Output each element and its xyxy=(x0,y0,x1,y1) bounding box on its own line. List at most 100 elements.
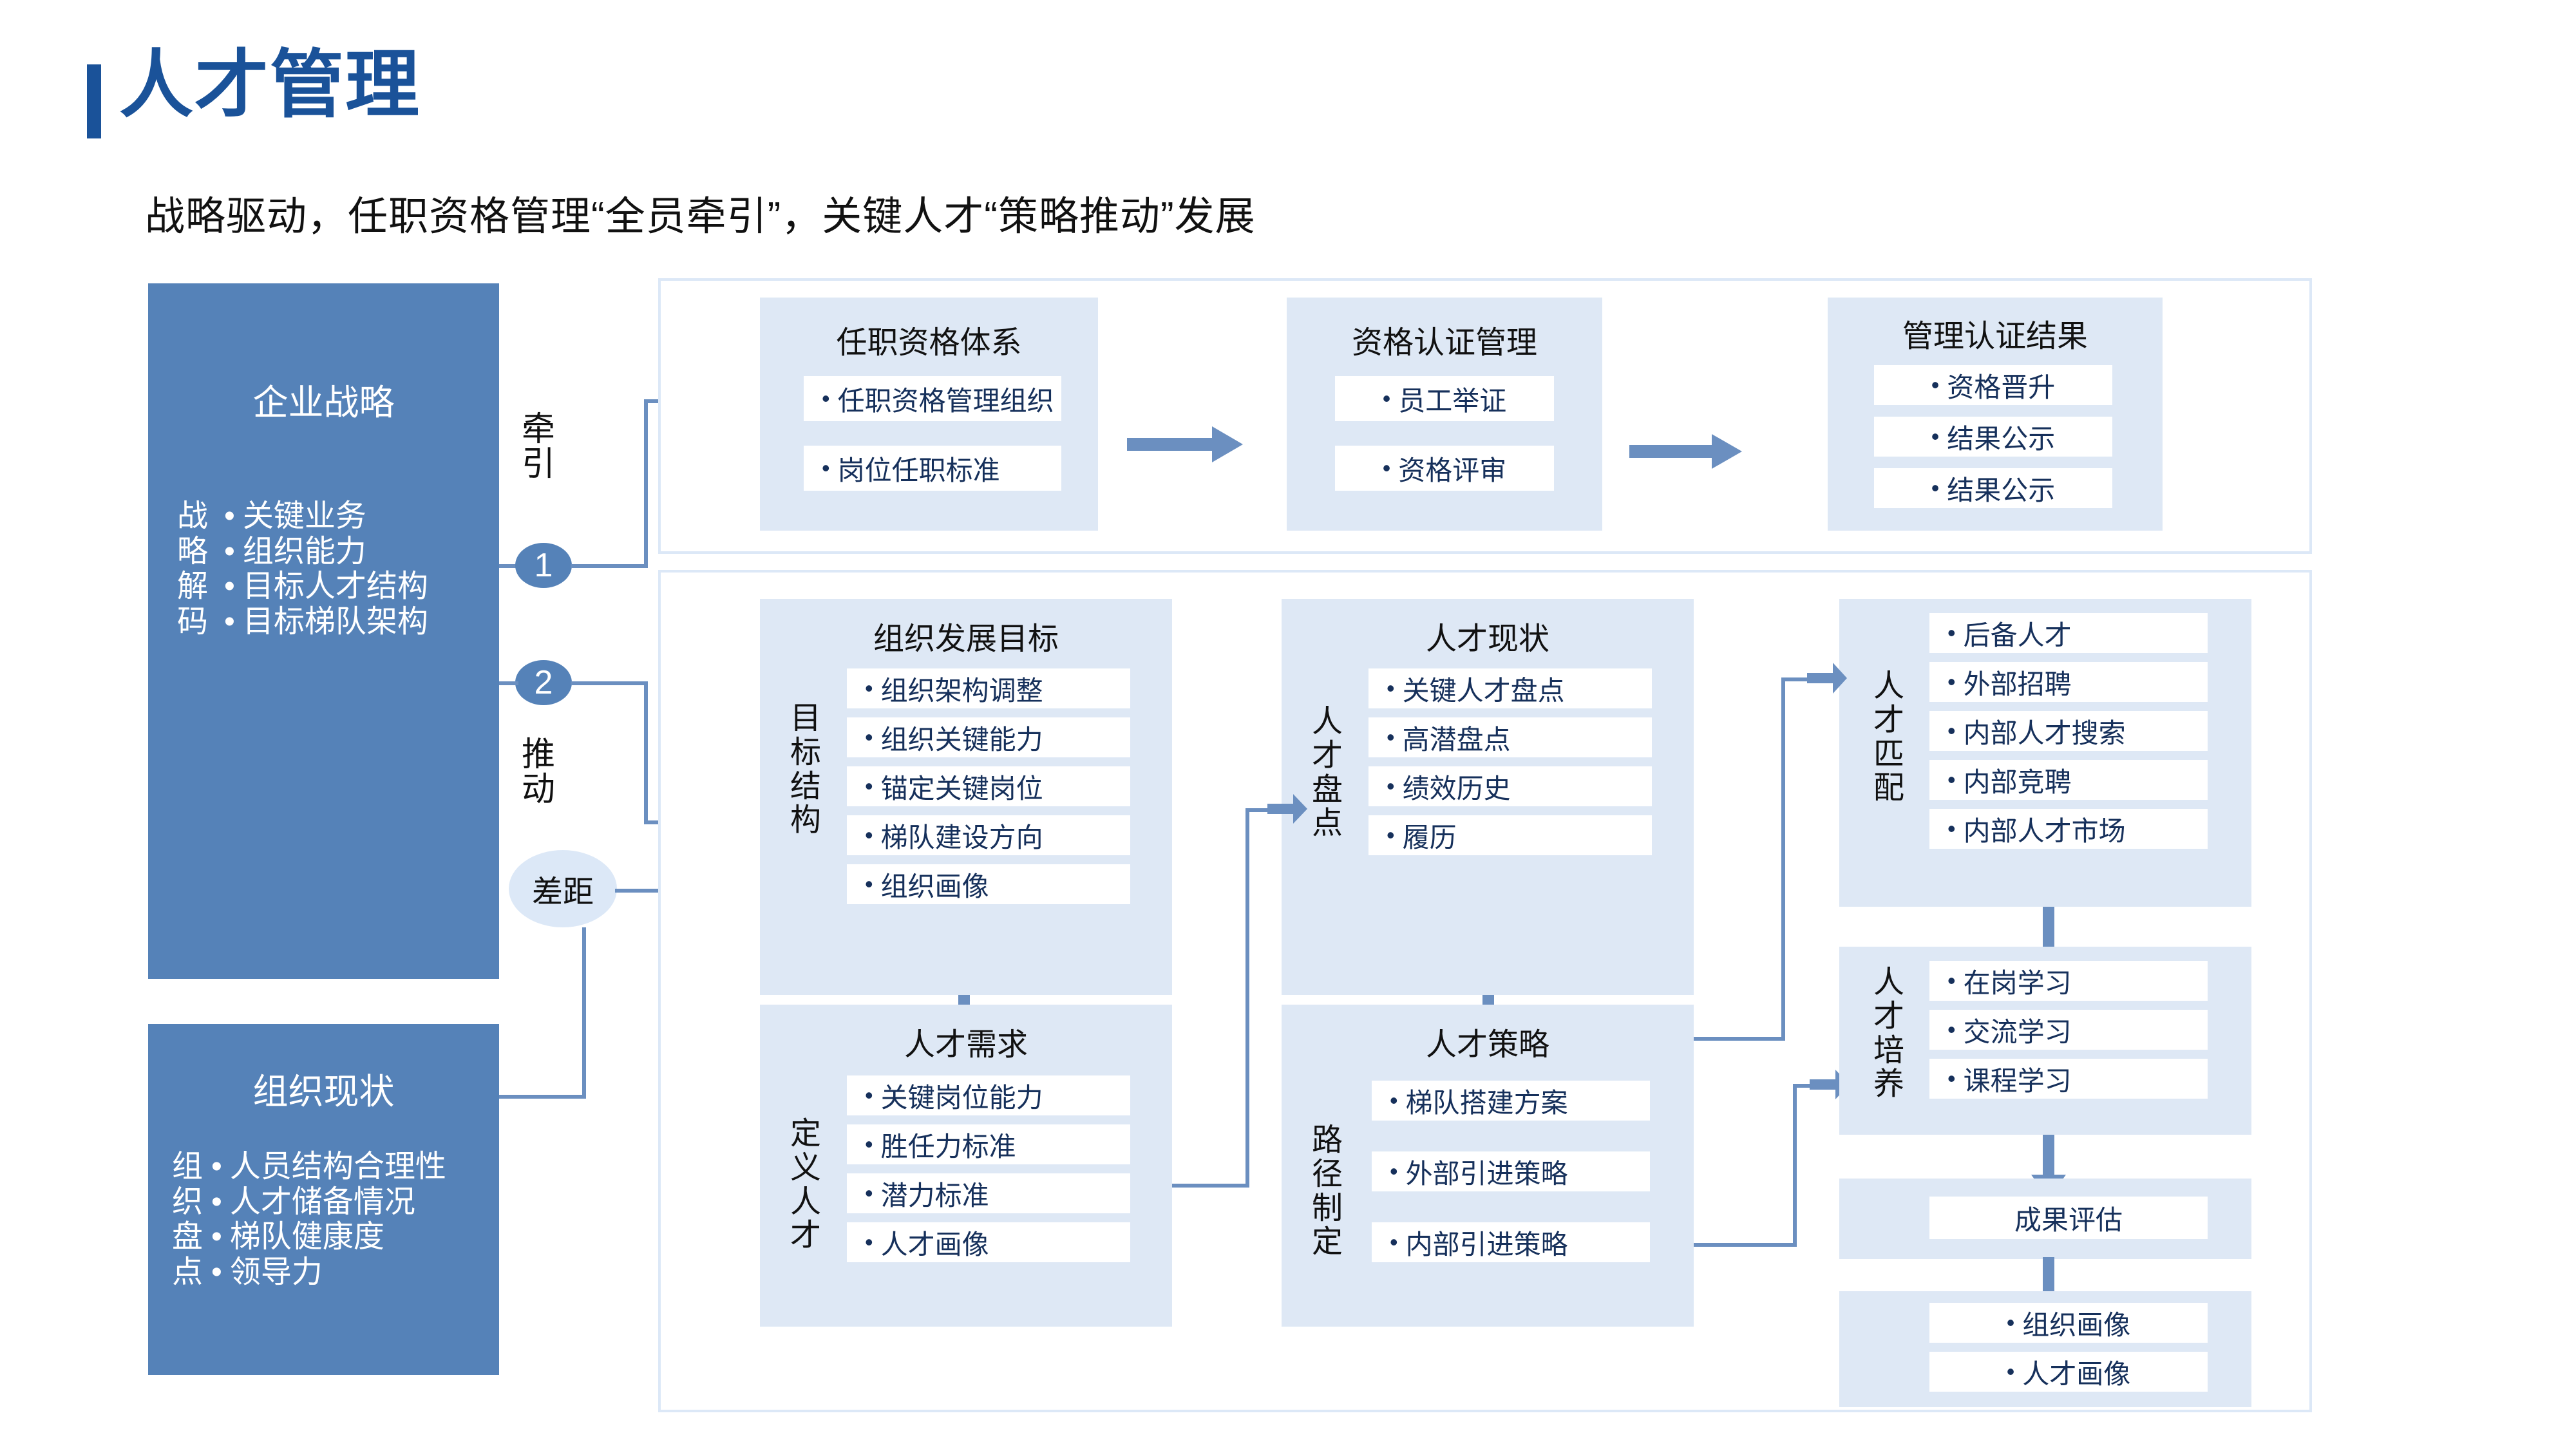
list-item: 组织能力 xyxy=(224,535,428,570)
list-item: •履历 xyxy=(1368,815,1652,855)
vlabel-char: 制 xyxy=(1311,1191,1343,1226)
bullet-icon: • xyxy=(1382,385,1391,412)
list-item: 目标人才结构 xyxy=(224,569,428,605)
vlabel-char: 培 xyxy=(1873,1033,1904,1068)
org-vlabel-char: 织 xyxy=(171,1184,203,1219)
bullet-icon: • xyxy=(1947,620,1956,646)
list-item: •岗位任职标准 xyxy=(804,446,1061,491)
connector-line xyxy=(644,681,648,824)
list-item: •梯队建设方向 xyxy=(847,815,1130,855)
connector-line xyxy=(1172,1184,1249,1188)
group-title: 任职资格体系 xyxy=(836,326,1022,360)
bullet-icon: • xyxy=(1947,766,1956,793)
list-item: •锚定关键岗位 xyxy=(847,766,1130,806)
label-qianyin: 牵 引 xyxy=(518,412,558,482)
strategy-vlabel-char: 战 xyxy=(176,499,208,533)
panel-organization-status-title: 组织现状 xyxy=(252,1072,395,1112)
bullet-icon: • xyxy=(865,822,873,848)
list-item: 梯队健康度 xyxy=(211,1220,446,1255)
list-item: •内部竞聘 xyxy=(1929,760,2208,800)
bullet-icon: • xyxy=(1947,717,1956,744)
list-item: •关键人才盘点 xyxy=(1368,668,1652,708)
list-item: •高潜盘点 xyxy=(1368,717,1652,757)
bullet-icon: • xyxy=(865,871,873,897)
list-item: 人员结构合理性 xyxy=(211,1150,446,1185)
bullet-icon: • xyxy=(1947,668,1956,695)
org-vertical-label: 组 织 盘 点 xyxy=(167,1150,207,1291)
vlabel-char: 点 xyxy=(1311,806,1343,841)
connector-line xyxy=(1793,1084,1797,1245)
org-vlabel-char: 组 xyxy=(171,1150,203,1184)
bullet-icon: • xyxy=(1390,1229,1398,1255)
connector-line xyxy=(1781,677,1785,1039)
org-bullet-list: 人员结构合理性 人才储备情况 梯队健康度 领导力 xyxy=(211,1150,446,1291)
connector-line xyxy=(582,927,586,1097)
bullet-icon: • xyxy=(1387,724,1395,750)
label-qianyin-char: 引 xyxy=(521,446,555,484)
talent-development-vertical-label: 人 才 培 养 xyxy=(1870,965,1908,1102)
list-item: 关键业务 xyxy=(224,499,428,535)
vlabel-char: 路 xyxy=(1311,1123,1343,1157)
list-item: •组织架构调整 xyxy=(847,668,1130,708)
org-vlabel-char: 盘 xyxy=(171,1220,203,1255)
bullet-icon: • xyxy=(2006,1358,2015,1385)
panel-enterprise-strategy: 企业战略 战 略 解 码 关键业务 组织能力 目标人才结构 目标梯队架构 xyxy=(148,283,499,979)
strategy-vertical-label: 战 略 解 码 xyxy=(173,499,213,640)
list-item: •交流学习 xyxy=(1929,1010,2208,1050)
label-qianyin-char: 牵 xyxy=(521,411,555,448)
bullet-icon: • xyxy=(865,1082,873,1108)
connector-line xyxy=(499,564,518,568)
bullet-icon: • xyxy=(1387,773,1395,799)
bullet-icon: • xyxy=(1931,372,1940,398)
list-item: •组织画像 xyxy=(1929,1303,2208,1343)
connector-line xyxy=(571,681,648,685)
bullet-icon: • xyxy=(822,455,830,481)
vlabel-char: 才 xyxy=(1873,703,1904,737)
list-item: •后备人才 xyxy=(1929,613,2208,653)
vlabel-char: 才 xyxy=(1873,999,1904,1034)
connector-line xyxy=(499,681,518,685)
group-box-certification-management: 资格认证管理 •员工举证 •资格评审 xyxy=(1287,298,1602,531)
list-item: •外部招聘 xyxy=(1929,662,2208,702)
bullet-icon: • xyxy=(1390,1087,1398,1113)
vlabel-char: 定 xyxy=(1311,1225,1343,1260)
list-item: •结果公示 xyxy=(1874,468,2112,508)
bullet-icon: • xyxy=(1390,1158,1398,1184)
group-box-talent-matching: 人 才 匹 配 •后备人才 •外部招聘 •内部人才搜索 •内部竞聘 •内部人才市… xyxy=(1839,599,2251,907)
vlabel-char: 人 xyxy=(1873,965,1904,999)
vlabel-char: 配 xyxy=(1873,771,1904,806)
bullet-icon: • xyxy=(1947,967,1956,994)
group-title: 人才策略 xyxy=(1425,1028,1549,1062)
label-tuidong-char: 推 xyxy=(521,736,555,773)
vlabel-char: 构 xyxy=(790,803,821,838)
list-item: 人才储备情况 xyxy=(211,1185,446,1220)
group-title: 人才现状 xyxy=(1425,622,1549,656)
connector-line xyxy=(644,820,667,824)
bullet-icon: • xyxy=(865,773,873,799)
bullet-icon: • xyxy=(1387,822,1395,848)
panel-organization-status: 组织现状 组 织 盘 点 人员结构合理性 人才储备情况 梯队健康度 领导力 xyxy=(148,1024,499,1375)
bullet-icon: • xyxy=(865,724,873,750)
group-box-qualification-system: 任职资格体系 •任职资格管理组织 •岗位任职标准 xyxy=(760,298,1098,531)
list-item: •资格评审 xyxy=(1335,446,1554,491)
talent-status-vertical-label: 人 才 盘 点 xyxy=(1309,705,1346,841)
bullet-icon: • xyxy=(865,1180,873,1206)
vlabel-char: 人 xyxy=(790,1184,821,1219)
list-item: •胜任力标准 xyxy=(847,1124,1130,1164)
group-box-portraits: •组织画像 •人才画像 xyxy=(1839,1291,2251,1407)
connector-line xyxy=(644,399,648,565)
vlabel-char: 义 xyxy=(790,1150,821,1185)
connector-line xyxy=(1694,1037,1785,1041)
group-box-certification-results: 管理认证结果 •资格晋升 •结果公示 •结果公示 xyxy=(1828,298,2163,531)
list-item: 领导力 xyxy=(211,1255,446,1291)
vlabel-char: 人 xyxy=(1311,705,1343,739)
connector-line xyxy=(1781,677,1812,681)
talent-demand-vertical-label: 定 义 人 才 xyxy=(787,1117,824,1253)
arrow-right-icon xyxy=(1127,426,1243,462)
vlabel-char: 匹 xyxy=(1873,737,1904,772)
list-item: •关键岗位能力 xyxy=(847,1075,1130,1115)
group-title: 管理认证结果 xyxy=(1902,319,2088,354)
org-goals-vertical-label: 目 标 结 构 xyxy=(787,701,824,838)
connector-line xyxy=(644,399,670,403)
bullet-icon: • xyxy=(865,675,873,701)
